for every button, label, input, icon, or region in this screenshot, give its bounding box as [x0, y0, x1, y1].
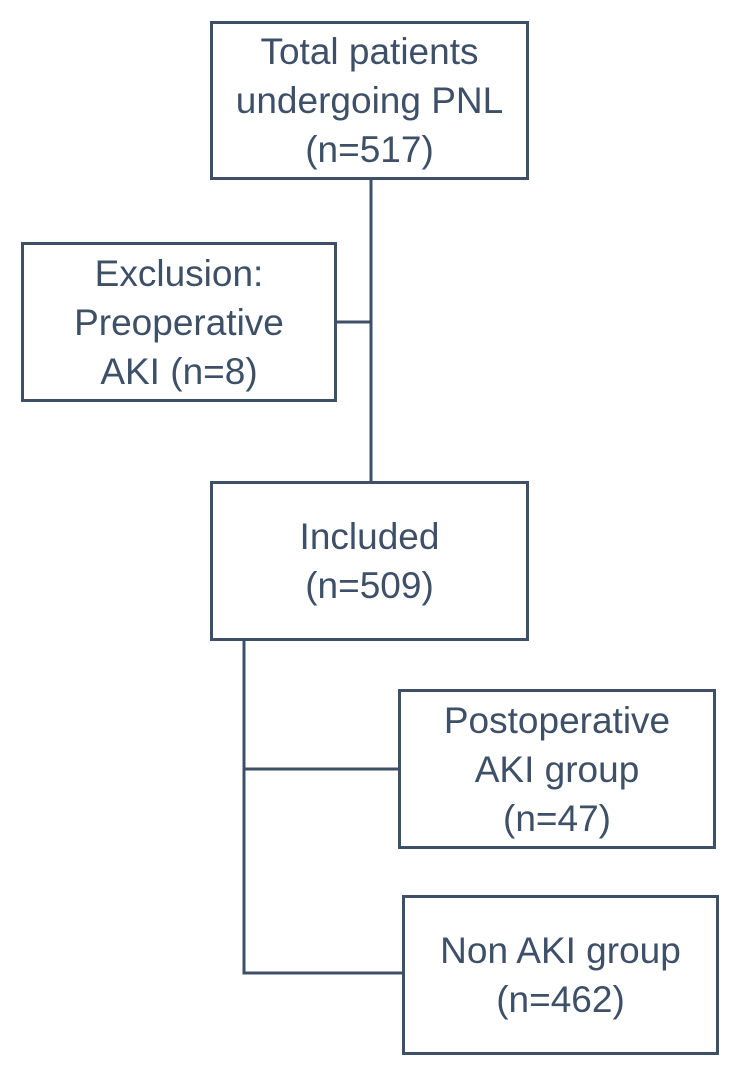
postoperative-aki-line-2: AKI group: [474, 748, 640, 790]
total-patients-count: (n=517): [305, 129, 434, 170]
exclusion-line-2: Preoperative: [74, 301, 284, 343]
exclusion-line-1: Exclusion:: [94, 252, 264, 294]
total-patients-line-2: undergoing PNL: [235, 80, 504, 121]
included-box: Included (n=509): [210, 481, 529, 641]
postoperative-aki-count: (n=47): [503, 797, 611, 839]
postoperative-aki-line-1: Postoperative: [443, 699, 671, 741]
included-label: Included: [299, 516, 440, 557]
postoperative-aki-box: Postoperative AKI group (n=47): [398, 689, 716, 849]
non-aki-label: Non AKI group: [440, 930, 681, 971]
included-count: (n=509): [305, 565, 434, 606]
non-aki-box: Non AKI group (n=462): [402, 895, 719, 1055]
exclusion-box: Exclusion: Preoperative AKI (n=8): [21, 242, 337, 402]
non-aki-count: (n=462): [496, 979, 625, 1020]
exclusion-count: AKI (n=8): [100, 350, 258, 392]
total-patients-line-1: Total patients: [260, 31, 479, 72]
total-patients-box: Total patients undergoing PNL (n=517): [210, 21, 529, 180]
